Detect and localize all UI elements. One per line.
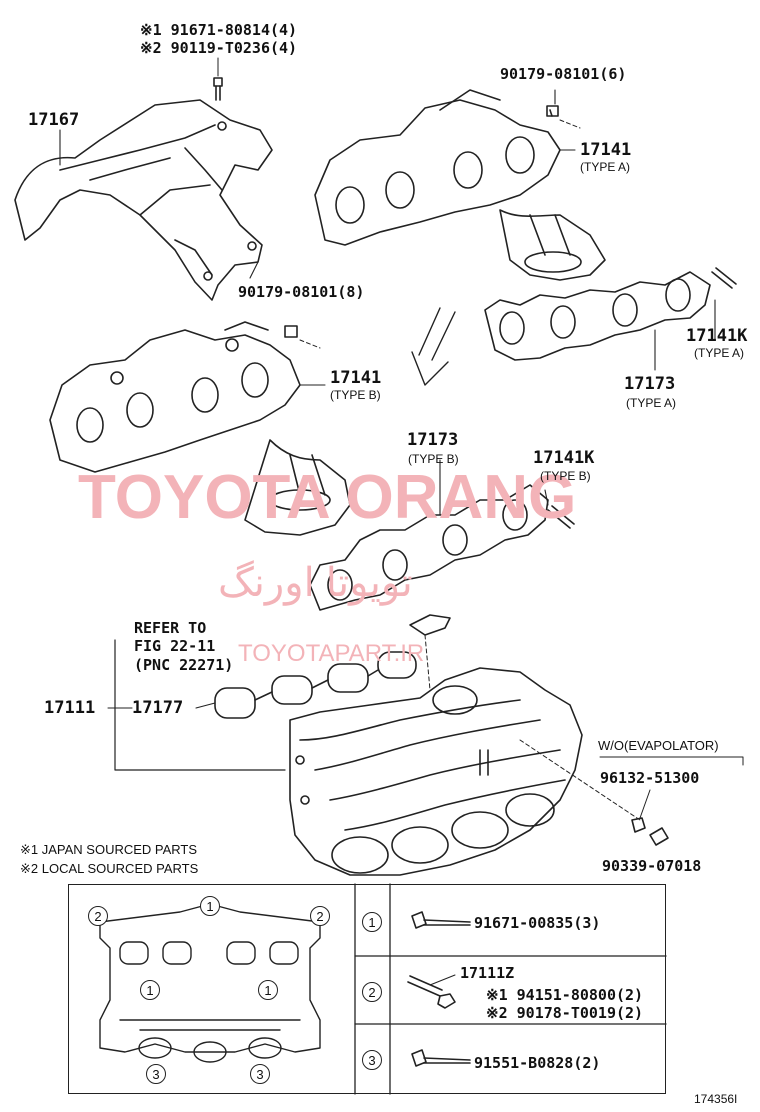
inset-dividers <box>354 883 667 1095</box>
exhaust-manifold-a-drawing <box>314 89 606 281</box>
stud-a-type: (TYPE A) <box>694 346 745 360</box>
gasket-b-type: (TYPE B) <box>408 452 459 466</box>
gasket-b-part: 17173 <box>407 430 459 450</box>
stud-b-drawing <box>547 505 575 529</box>
note-local: ※2 LOCAL SOURCED PARTS <box>20 861 199 876</box>
inset-row-3-part: 91551-B0828(2) <box>474 1054 601 1072</box>
evap-part-1: 96132-51300 <box>600 769 700 787</box>
heat-insulator-drawing <box>14 99 273 301</box>
evap-parts-drawing <box>599 756 744 846</box>
top-bolt-label-1: ※1 91671-80814(4) <box>140 21 298 39</box>
gasket-a-drawing <box>484 271 711 361</box>
assembly-arrow <box>411 307 456 386</box>
inset-callout-3-right: 3 <box>250 1064 270 1084</box>
exhaust-manifold-b-drawing <box>49 321 351 536</box>
throttle-gasket-drawing <box>409 614 451 691</box>
note-japan: ※1 JAPAN SOURCED PARTS <box>20 842 198 857</box>
fastener-inset <box>68 884 666 1094</box>
refer-line-2: FIG 22-11 <box>134 637 216 655</box>
gasket-b-drawing <box>309 484 549 611</box>
intake-manifold-drawing <box>289 667 641 876</box>
inset-row-2-part-a: ※1 94151-80800(2) <box>486 986 644 1004</box>
inset-row-1-part: 91671-00835(3) <box>474 914 601 932</box>
inset-callout-1-left: 1 <box>140 980 160 1000</box>
stud-a-drawing <box>711 267 737 289</box>
manifold-b-type: (TYPE B) <box>330 388 381 402</box>
figure-id: 174356I <box>694 1092 738 1106</box>
inset-bolt-3-drawing <box>411 1049 471 1067</box>
refer-leader <box>114 639 286 771</box>
inset-stud-2-drawing <box>407 974 456 1009</box>
stud-b-type: (TYPE B) <box>540 469 591 483</box>
inset-bolt-1-drawing <box>411 911 471 929</box>
insulator-bolt-drawing <box>213 57 223 101</box>
inset-callout-3-left: 3 <box>146 1064 166 1084</box>
evap-part-2: 90339-07018 <box>602 857 702 875</box>
inset-callout-2-right: 2 <box>310 906 330 926</box>
inset-row-2-bracket: 17111Z <box>460 964 515 982</box>
intake-gasket-label: 17177 <box>132 698 184 718</box>
inset-callout-1-top: 1 <box>200 896 220 916</box>
stud-b-part: 17141K <box>533 448 595 468</box>
inset-row-3-number: 3 <box>362 1050 382 1070</box>
stud-a-part: 17141K <box>686 326 748 346</box>
intake-gasket-drawing <box>214 651 417 719</box>
nut-type-b-label: 90179-08101(8) <box>238 283 365 301</box>
nut-type-a-label: 90179-08101(6) <box>500 65 627 83</box>
inset-manifold-drawing <box>99 903 321 1063</box>
heat-insulator-label: 17167 <box>28 110 80 130</box>
gasket-a-type: (TYPE A) <box>626 396 677 410</box>
manifold-b-part: 17141 <box>330 368 382 388</box>
inset-row-2-number: 2 <box>362 982 382 1002</box>
inset-callout-1-right: 1 <box>258 980 278 1000</box>
gasket-a-part: 17173 <box>624 374 676 394</box>
leader-lines <box>59 89 716 709</box>
intake-manifold-label: 17111 <box>44 698 96 718</box>
refer-line-1: REFER TO <box>134 619 207 637</box>
top-bolt-label-2: ※2 90119-T0236(4) <box>140 39 298 57</box>
manifold-a-part: 17141 <box>580 140 632 160</box>
refer-line-3: (PNC 22271) <box>134 656 234 674</box>
inset-row-1-number: 1 <box>362 912 382 932</box>
manifold-a-type: (TYPE A) <box>580 160 631 174</box>
inset-row-2-part-b: ※2 90178-T0019(2) <box>486 1004 644 1022</box>
evap-note: W/O(EVAPOLATOR) <box>598 738 719 753</box>
inset-callout-2-left: 2 <box>88 906 108 926</box>
